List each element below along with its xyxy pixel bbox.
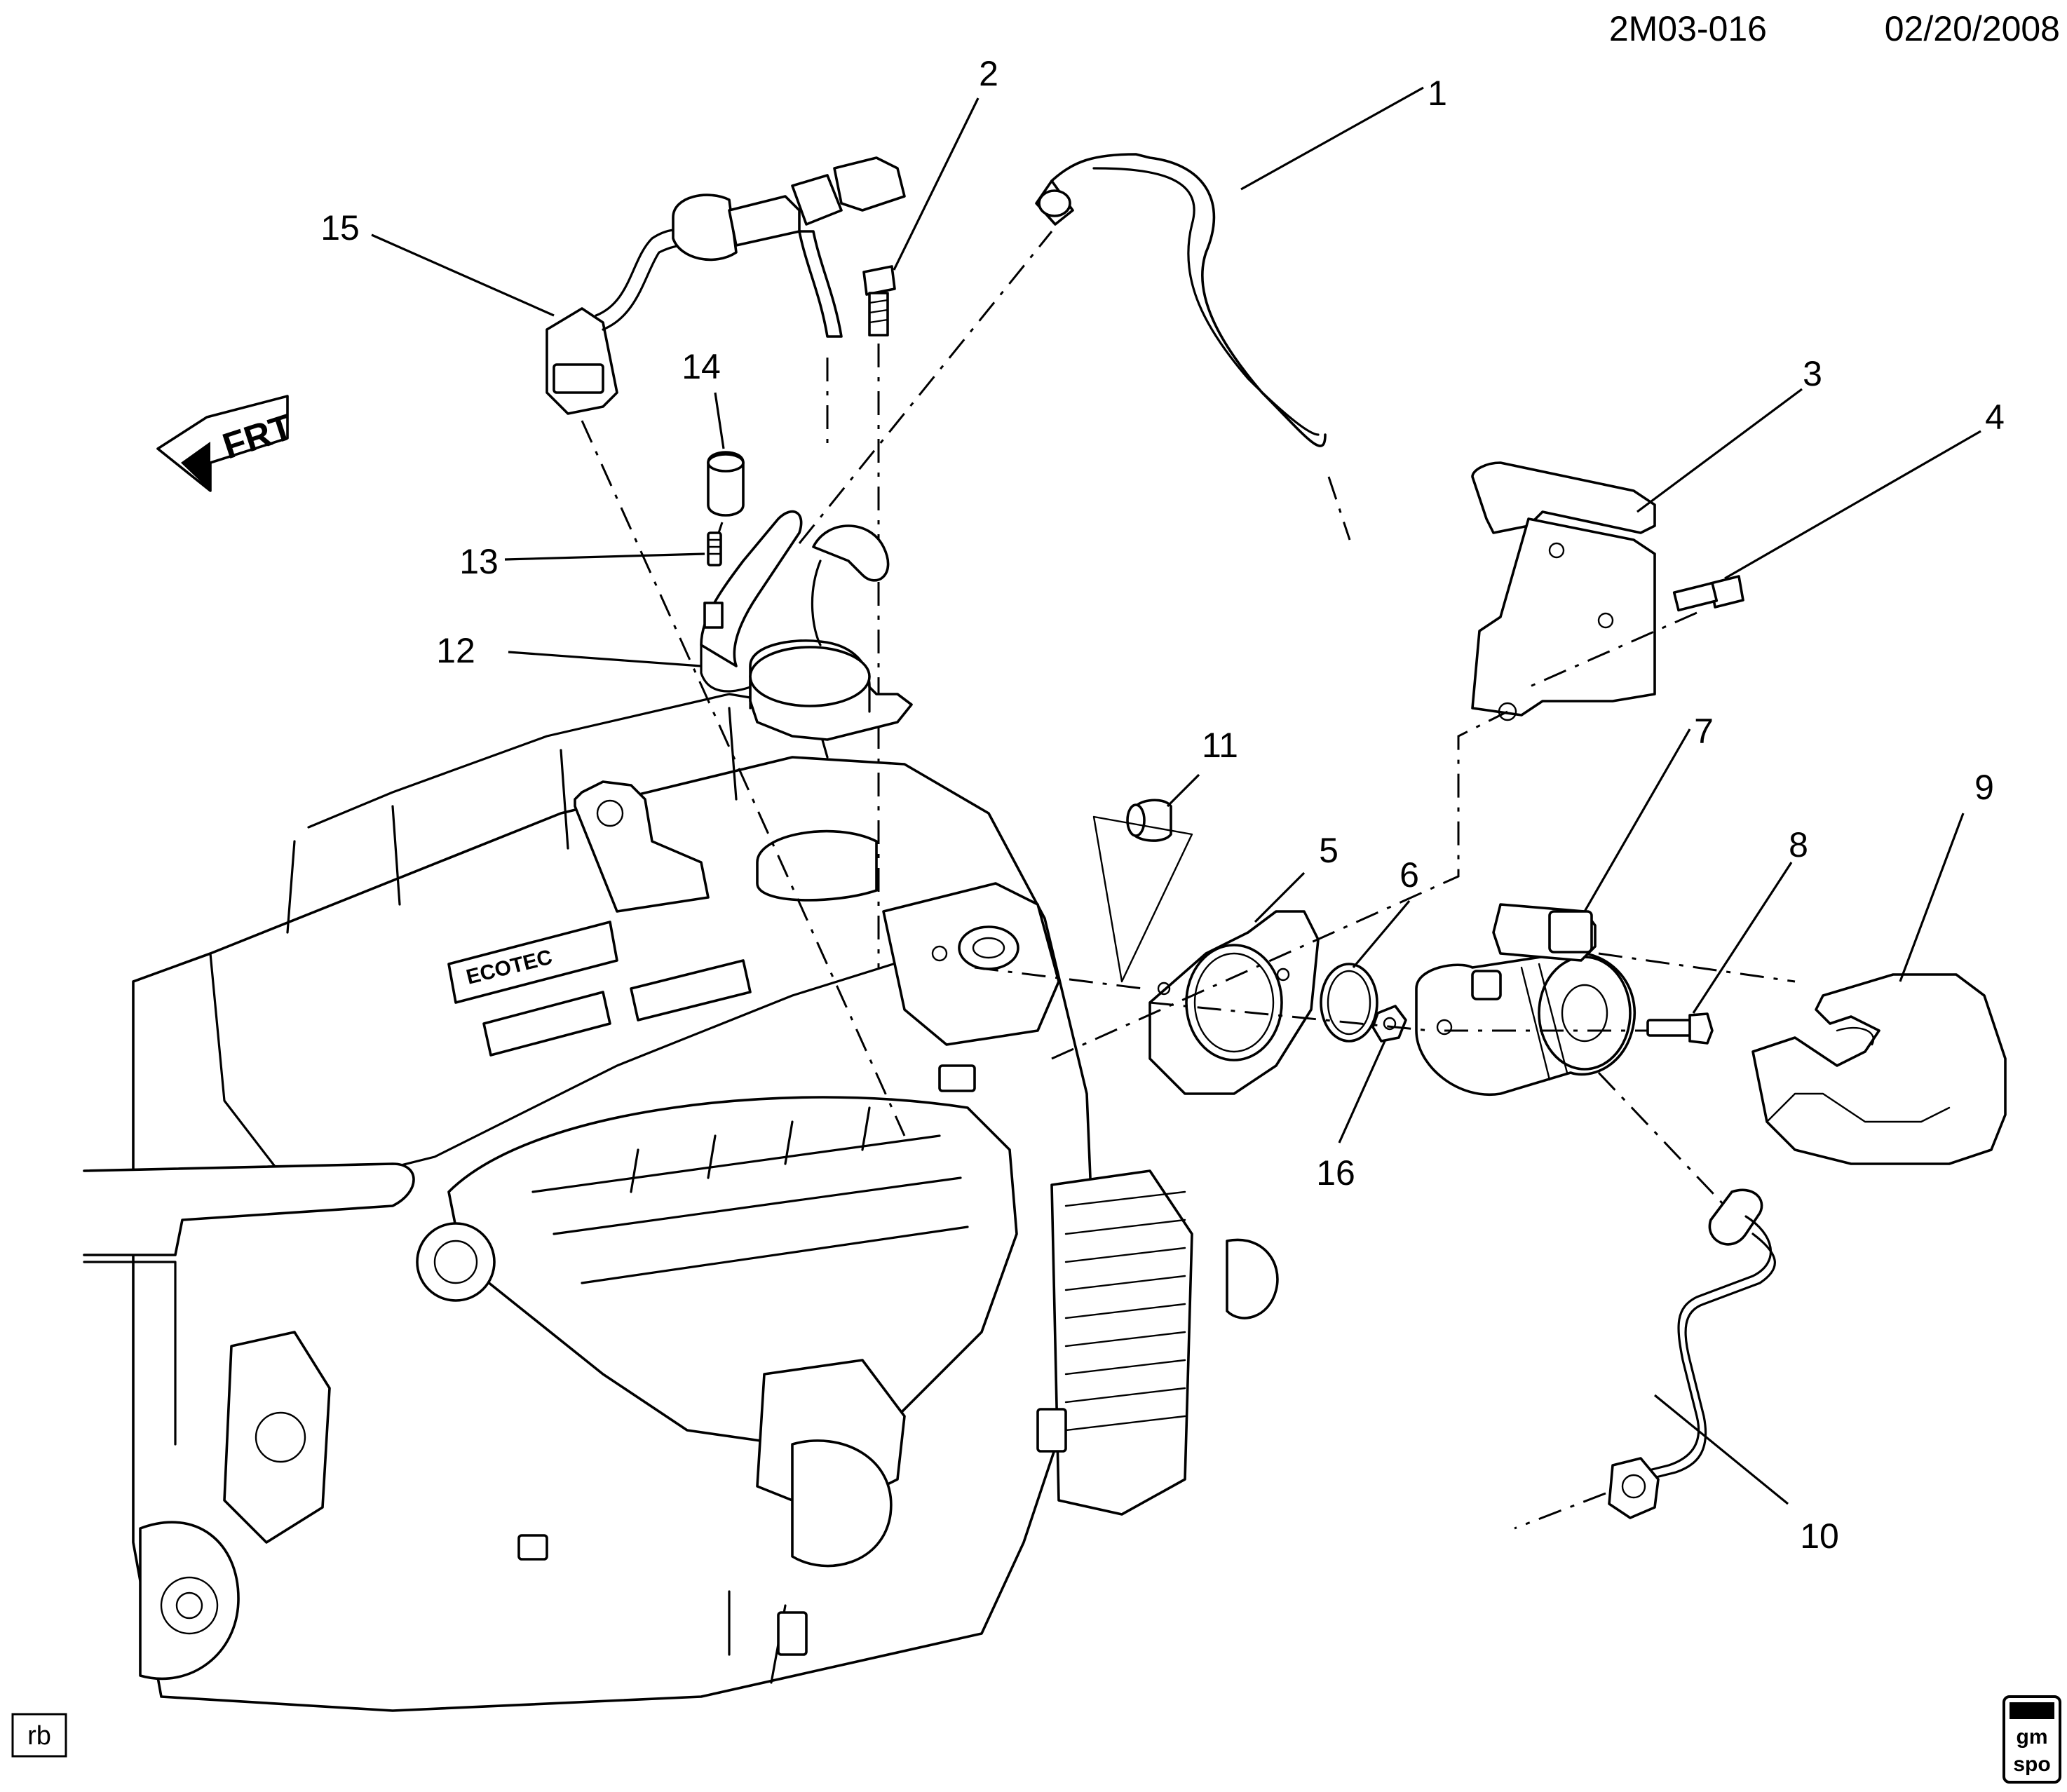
diagram-code: 2M03-016 [1609, 9, 1767, 48]
logo-text-spo: spo [2013, 1753, 2050, 1776]
part-13-valve [703, 531, 724, 629]
diagram-date: 02/20/2008 [1885, 9, 2060, 48]
part-1-vacuum-hose [1035, 153, 1351, 541]
callout-11: 11 [1202, 726, 1238, 765]
callout-8: 8 [1789, 825, 1808, 864]
callout-15: 15 [320, 208, 360, 247]
part-9-heat-shield [1751, 973, 2007, 1165]
callout-6: 6 [1400, 855, 1419, 895]
part-11-plug [1092, 799, 1193, 983]
part-15-hose-assembly [545, 156, 906, 1136]
engine-assembly: ECOTEC [83, 693, 1279, 1712]
part-7-pump-assembly [1415, 903, 1636, 1097]
callout-4: 4 [1985, 398, 2005, 437]
callout-labels: 1 2 3 4 5 6 7 8 9 10 11 12 13 14 15 16 [320, 54, 2005, 1556]
callout-10: 10 [1800, 1516, 1839, 1556]
callout-7: 7 [1694, 712, 1714, 751]
leader-lines [371, 86, 1981, 1505]
part-10-fuel-pipe [1514, 1188, 1776, 1530]
part-14-cap [707, 451, 745, 534]
callout-9: 9 [1974, 768, 1994, 807]
callout-5: 5 [1319, 831, 1339, 870]
assembly-lines [974, 710, 1796, 1207]
callout-1: 1 [1428, 74, 1447, 113]
part-16-nut [1371, 1005, 1407, 1043]
part-2-bolt [862, 265, 896, 968]
callout-16: 16 [1316, 1153, 1355, 1193]
part-5-flange-gasket [1148, 910, 1320, 1095]
footer-initials-box: rb [11, 1713, 67, 1758]
engine-badge: ECOTEC [447, 921, 618, 1004]
part-4-bolt [1528, 575, 1744, 688]
front-direction-arrow-icon: FRT [156, 395, 298, 492]
callout-13: 13 [459, 542, 499, 581]
callout-3: 3 [1803, 354, 1822, 393]
part-6-o-ring [1320, 963, 1378, 1043]
part-12-canister [700, 231, 1053, 741]
callout-12: 12 [436, 631, 475, 670]
part-8-bolt [1646, 1012, 1714, 1045]
callout-2: 2 [979, 54, 998, 93]
diagram-header: 2M03-016 02/20/2008 [1609, 9, 2060, 48]
callout-14: 14 [682, 347, 721, 386]
footer-initials: rb [27, 1721, 51, 1751]
part-3-bracket [1471, 461, 1656, 721]
gm-spo-logo-icon: gm spo [2002, 1695, 2061, 1784]
logo-text-gm: gm [2017, 1725, 2048, 1749]
